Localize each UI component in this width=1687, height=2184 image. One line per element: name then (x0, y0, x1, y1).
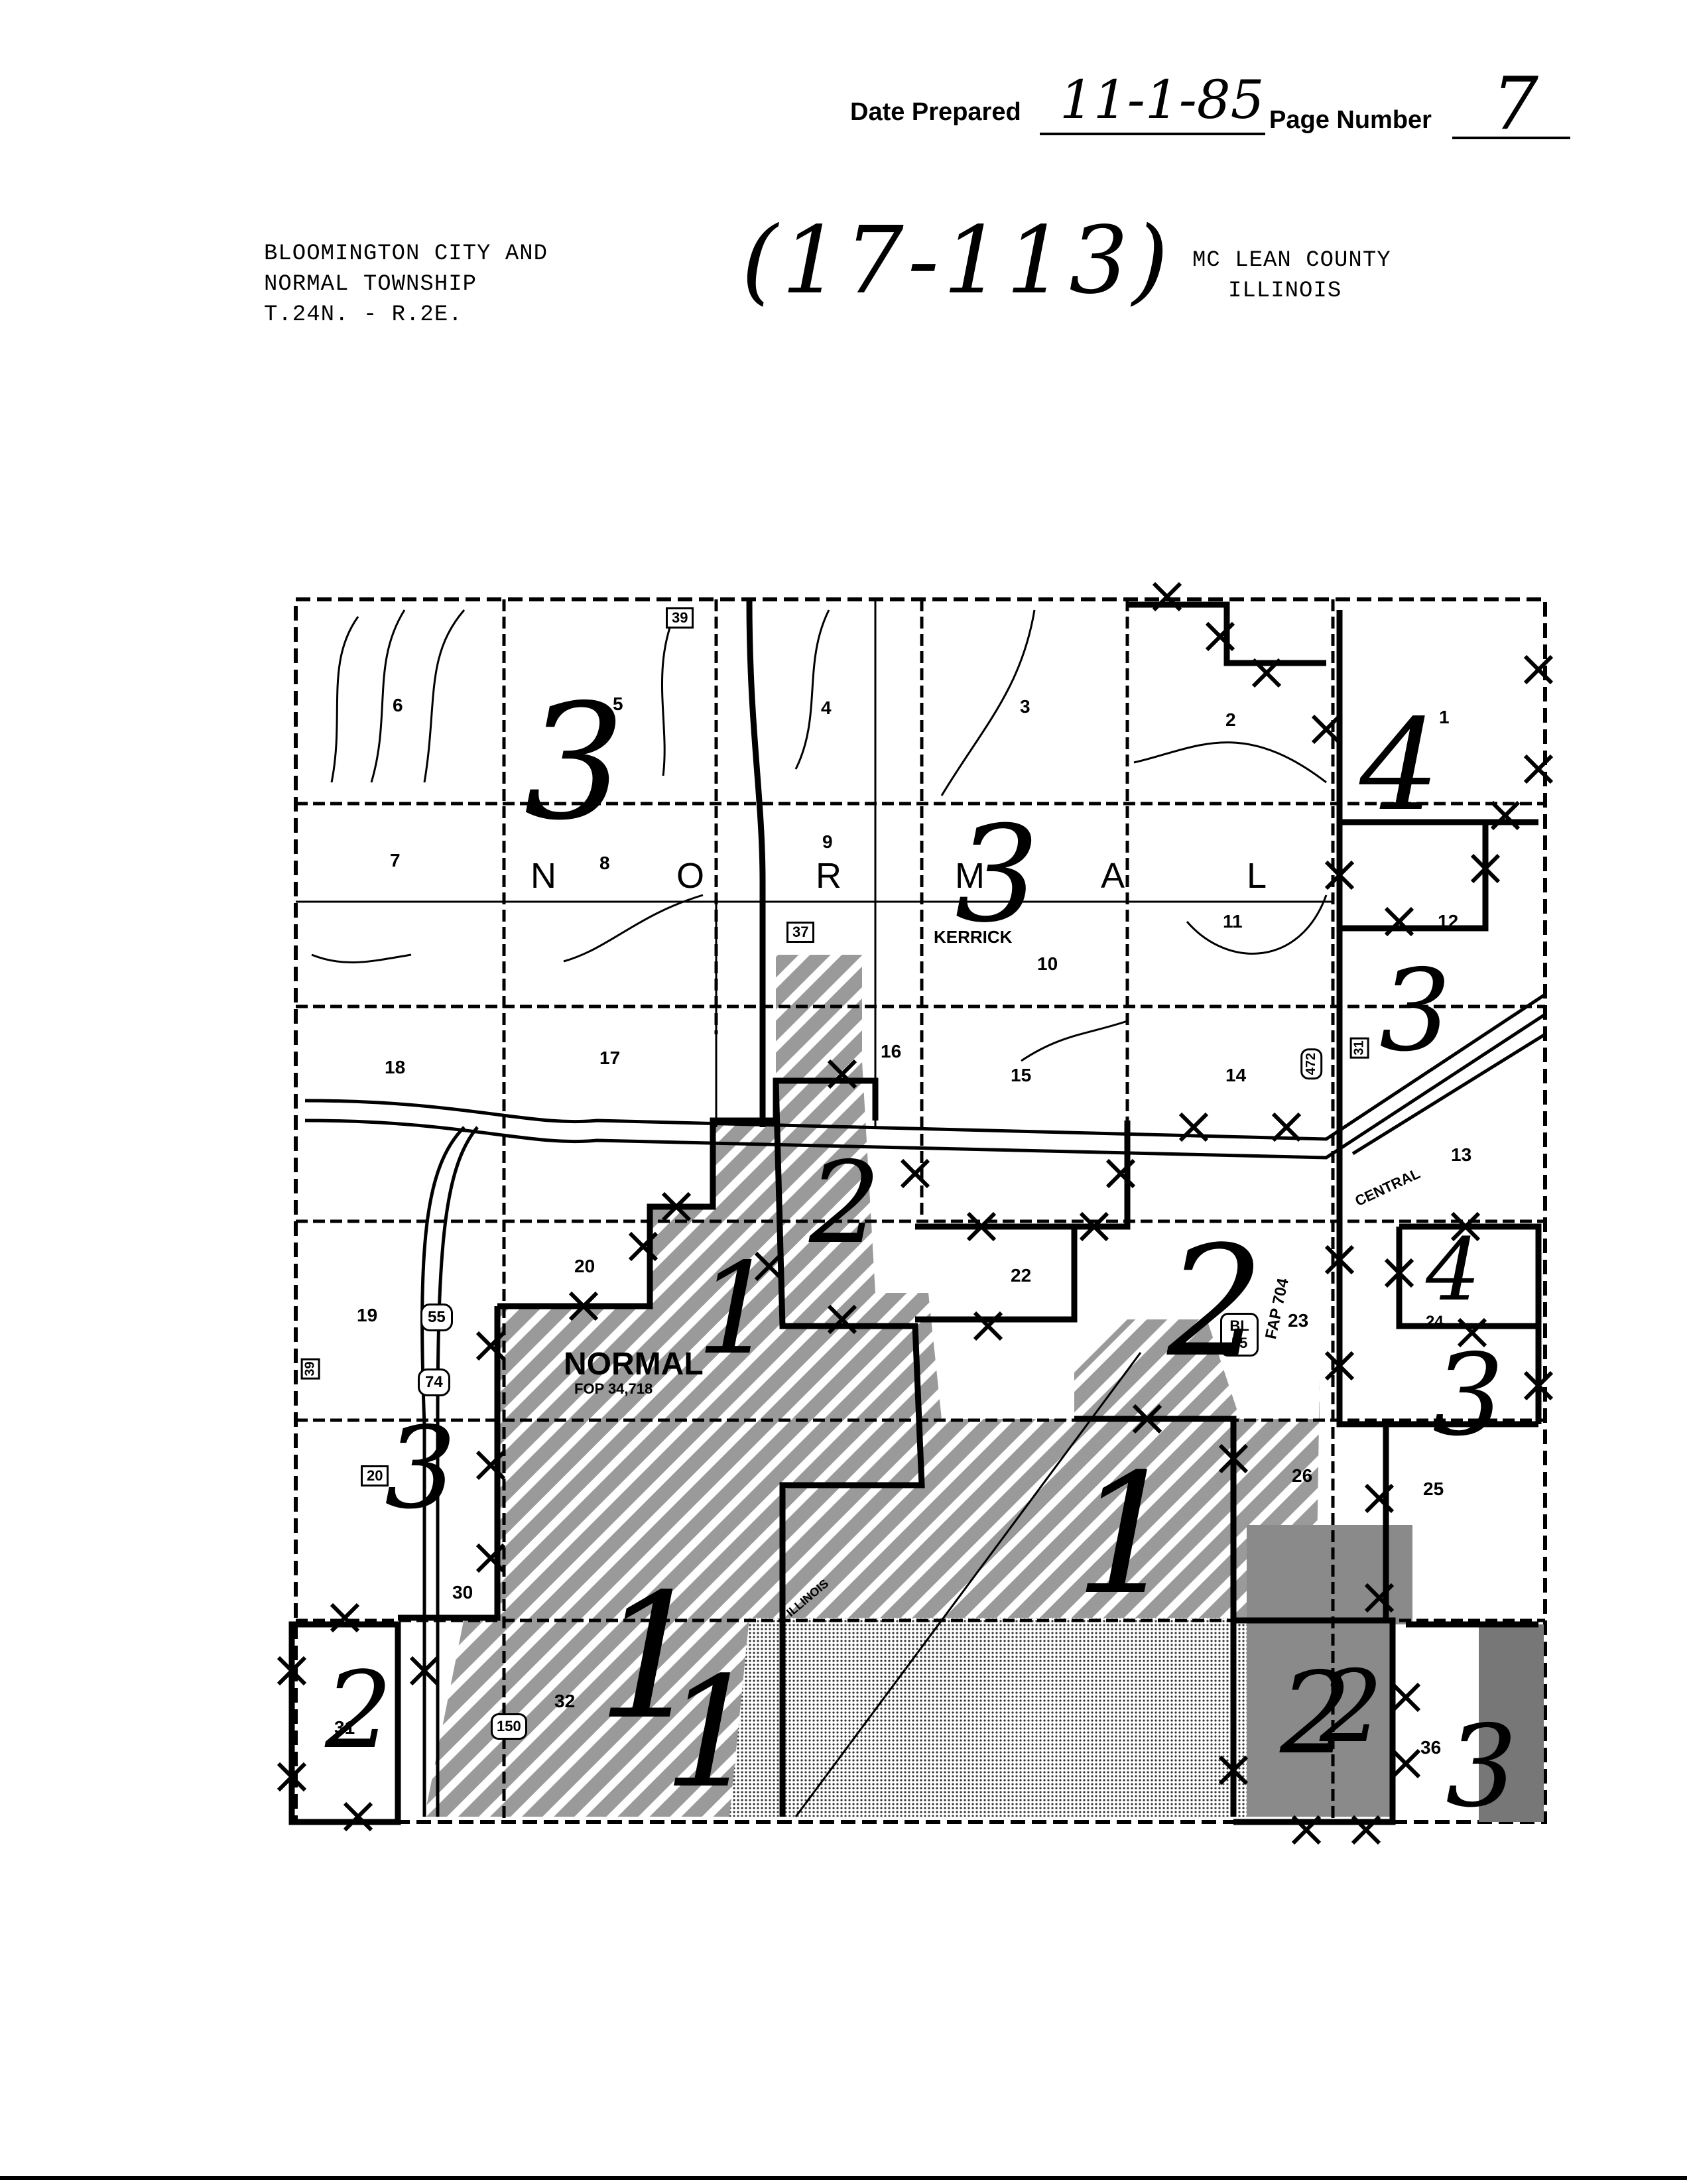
roads (296, 599, 1333, 1127)
section-18: 18 (385, 1057, 406, 1077)
title-line-1: BLOOMINGTON CITY AND (264, 241, 548, 267)
zone-number: 2 (325, 1648, 393, 1772)
section-1: 1 (1439, 707, 1450, 727)
date-underline (1040, 80, 1265, 135)
zone-number: 1 (597, 1557, 707, 1758)
page-number-label: Page Number (1269, 106, 1432, 134)
section-10: 10 (1037, 953, 1058, 974)
township-letter-a: A (1101, 856, 1125, 896)
urban-area-normal (424, 955, 1320, 1817)
route-37-shield: 37 (786, 922, 815, 943)
title-line-2: NORMAL TOWNSHIP (264, 272, 477, 297)
handwritten-code: (17-113) (741, 207, 1172, 315)
date-prepared-value: 11-1-85 (1060, 69, 1265, 131)
township-letter-o: O (676, 856, 705, 896)
zone-number: 4 (1426, 1219, 1481, 1320)
route-472-shield: 472 (1300, 1048, 1323, 1080)
township-title: BLOOMINGTON CITY AND NORMAL TOWNSHIP T.2… (264, 239, 548, 330)
fop-label: FOP 34,718 (574, 1380, 653, 1397)
township-letter-l: L (1247, 856, 1267, 896)
date-prepared-label: Date Prepared (850, 98, 1021, 126)
zone-number: 3 (1379, 945, 1452, 1077)
zone-number: 1 (663, 1645, 761, 1822)
section-3: 3 (1020, 696, 1031, 717)
township-letter-m: M (955, 856, 985, 896)
section-8: 8 (599, 853, 610, 873)
township-letter-n: N (531, 856, 556, 896)
county-line-1: MC LEAN COUNTY (1192, 248, 1391, 273)
section-2: 2 (1225, 709, 1236, 730)
section-6: 6 (393, 695, 403, 715)
section-36: 36 (1420, 1737, 1442, 1758)
normal-label: NORMAL (564, 1347, 704, 1382)
section-11: 11 (1223, 911, 1243, 932)
page-number-value: 7 (1492, 61, 1538, 146)
urban-area-east (1247, 1525, 1412, 1817)
rail-line (794, 1352, 1142, 1817)
interstate-55-shield: 55 (420, 1304, 453, 1331)
section-30: 30 (452, 1582, 473, 1603)
county-line-2: ILLINOIS (1228, 278, 1342, 304)
route-20-shield: 20 (361, 1465, 389, 1486)
streams (311, 609, 1328, 1062)
us-150-shield: 150 (491, 1713, 527, 1740)
section-5: 5 (613, 694, 623, 714)
zone-number: 1 (1074, 1438, 1180, 1631)
section-16: 16 (881, 1041, 902, 1062)
county-title: MC LEAN COUNTY ILLINOIS (1192, 245, 1391, 306)
zone-number: 3 (1432, 1330, 1505, 1461)
zone-number: 3 (385, 1403, 457, 1534)
section-4: 4 (821, 698, 832, 718)
section-31: 31 (334, 1717, 355, 1738)
section-7: 7 (390, 850, 401, 871)
zone-number: 2 (1167, 1214, 1265, 1391)
section-23: 23 (1288, 1310, 1309, 1331)
zone-number: 1 (696, 1236, 777, 1382)
section-32: 32 (554, 1691, 576, 1711)
section-15: 15 (1011, 1065, 1032, 1085)
zone-number: 2 (809, 1138, 881, 1269)
zone-number: 3 (955, 798, 1040, 952)
route-39-north-shield: 39 (666, 607, 694, 629)
interstate-74-shield: 74 (418, 1368, 450, 1396)
business-55-shield: BL 55 (1220, 1313, 1259, 1357)
section-22: 22 (1011, 1265, 1032, 1286)
page-underline (1452, 85, 1570, 139)
x-marks (277, 581, 1554, 1845)
section-14: 14 (1225, 1065, 1247, 1085)
section-25: 25 (1423, 1479, 1444, 1499)
zone-number: 3 (1446, 1701, 1518, 1833)
zone-number: 2 (1320, 1650, 1383, 1765)
route-31-shield: 31 (1349, 1037, 1369, 1059)
dotted-area (729, 1618, 1247, 1817)
section-9: 9 (822, 831, 833, 852)
section-17: 17 (599, 1048, 621, 1068)
zone-number: 2 (1280, 1648, 1352, 1780)
zone-number: 3 (524, 670, 625, 855)
title-line-3: T.24N. - R.2E. (264, 302, 463, 328)
township-letter-r: R (816, 856, 842, 896)
section-24: 24 (1426, 1313, 1444, 1331)
section-19: 19 (357, 1305, 378, 1325)
zone-number: 4 (1359, 692, 1440, 839)
section-12: 12 (1438, 911, 1459, 932)
kerrick-label: KERRICK (934, 927, 1013, 947)
section-20: 20 (574, 1256, 595, 1276)
route-39-west-shield: 39 (300, 1358, 320, 1380)
page-bottom-rule (0, 2176, 1687, 2180)
section-13: 13 (1451, 1144, 1472, 1165)
urban-area-southeast (1479, 1624, 1544, 1822)
section-26: 26 (1292, 1465, 1313, 1486)
